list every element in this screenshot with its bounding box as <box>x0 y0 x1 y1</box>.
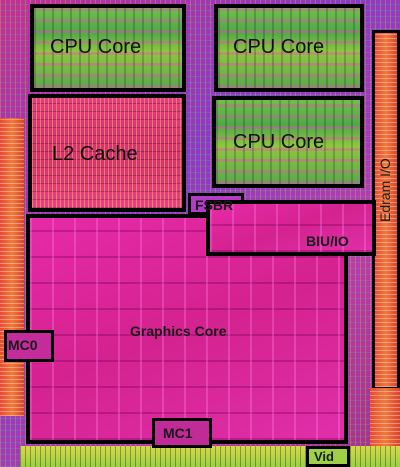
cpu-core-block-1 <box>30 4 186 92</box>
vid-label: Vid <box>314 449 334 464</box>
cpu-core-label-2: CPU Core <box>233 36 325 58</box>
cpu-core-block-3 <box>212 96 364 188</box>
mc1-label: MC1 <box>163 425 193 441</box>
mc0-block <box>4 330 54 362</box>
edram-io-label: Edram I/O <box>377 158 393 222</box>
cpu-core-block-2 <box>214 4 364 92</box>
biu-io-label: BIU/IO <box>306 233 349 249</box>
l2-cache-block <box>28 94 186 212</box>
edram-io-lower <box>370 388 400 448</box>
mc0-label: MC0 <box>8 337 38 353</box>
fsbr-label: FSBR <box>195 197 234 213</box>
vid-block <box>306 446 350 467</box>
graphics-core-extension <box>206 200 376 256</box>
cpu-core-label-3: CPU Core <box>233 131 325 153</box>
graphics-core-label: Graphics Core <box>130 323 227 339</box>
cpu-core-label-1: CPU Core <box>50 36 142 58</box>
bottom-io-strip <box>20 446 400 467</box>
mc1-block <box>152 418 212 448</box>
left-io-strip <box>0 118 24 416</box>
l2-cache-label: L2 Cache <box>52 143 138 165</box>
